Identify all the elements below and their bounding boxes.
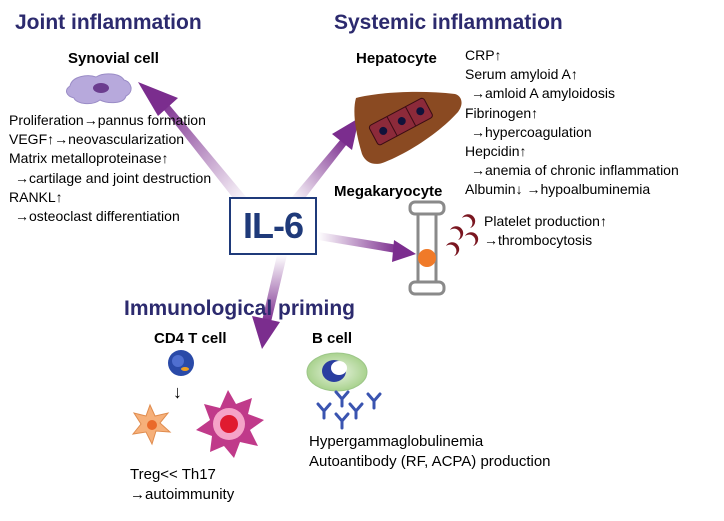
hepatocyte-effects-list: CRP↑ Serum amyloid A↑ →amloid A amyloido… <box>465 46 679 200</box>
joint-effect-line: VEGF↑→neovascularization <box>9 131 185 148</box>
b-cell-effects-list: Hypergammaglobulinemia Autoantibody (RF,… <box>309 432 551 471</box>
antibody-illustration <box>316 390 382 430</box>
megakaryocyte-effects-list: Platelet production↑ →thrombocytosis <box>484 212 607 250</box>
joint-effect-line: →cartilage and joint destruction <box>15 169 212 186</box>
th17-cell-illustration <box>196 390 264 458</box>
megakaryocyte-effect-line: Platelet production↑ <box>484 213 607 229</box>
arrow-to-synovial-cell <box>138 82 247 203</box>
treg-cell-illustration <box>131 403 172 446</box>
hepatocyte-effect-line: →hypercoagulation <box>471 123 592 140</box>
joint-effect-line: Matrix metalloproteinase↑ <box>9 150 169 167</box>
cd4-effect-line: Treg<< Th17 <box>130 466 216 483</box>
joint-effect-line: →osteoclast differentiation <box>15 208 180 225</box>
synovial-cell-label: Synovial cell <box>68 50 159 67</box>
cd4-t-cell-illustration <box>168 350 194 376</box>
b-cell-illustration <box>306 352 368 392</box>
joint-effects-list: Proliferation→pannus formation VEGF↑→neo… <box>9 111 211 226</box>
arrow-to-hepatocyte <box>292 118 359 202</box>
cd4-effects-list: Treg<< Th17 →autoimmunity <box>130 465 234 504</box>
megakaryocyte-label: Megakaryocyte <box>334 183 443 200</box>
liver-illustration <box>354 91 462 164</box>
il6-label: IL-6 <box>242 205 304 246</box>
hepatocyte-label: Hepatocyte <box>356 50 437 67</box>
hepatocyte-effect-line: CRP↑ <box>465 47 502 63</box>
b-cell-effect-line: Autoantibody (RF, ACPA) production <box>309 452 551 470</box>
arrow-to-megakaryocyte <box>318 232 416 262</box>
bone-marrow-illustration <box>408 200 446 296</box>
hepatocyte-effect-line: Hepcidin↑ <box>465 143 527 160</box>
hepatocyte-effect-line: Serum amyloid A↑ <box>465 66 578 83</box>
megakaryocyte-effect-line: →thrombocytosis <box>484 232 593 249</box>
hepatocyte-effect-line: Albumin↓ →hypoalbuminemia <box>465 181 651 198</box>
hepatocyte-effect-line: →anemia of chronic inflammation <box>471 162 679 179</box>
platelet-illustration <box>446 214 479 256</box>
il6-box: IL-6 <box>229 197 317 255</box>
hepatocyte-effect-line: →amloid A amyloidosis <box>471 85 615 102</box>
hepatocyte-effect-line: Fibrinogen↑ <box>465 104 539 121</box>
immunological-priming-heading: Immunological priming <box>124 297 356 320</box>
joint-inflammation-heading: Joint inflammation <box>15 11 202 34</box>
down-arrow-icon: ↓ <box>173 382 182 402</box>
b-cell-label: B cell <box>312 330 353 347</box>
cd4-effect-line: →autoimmunity <box>130 485 235 503</box>
synovial-cell-illustration <box>66 73 132 105</box>
joint-effect-line: Proliferation→pannus formation <box>9 112 206 128</box>
b-cell-effect-line: Hypergammaglobulinemia <box>309 433 484 450</box>
systemic-inflammation-heading: Systemic inflammation <box>334 11 563 34</box>
arrow-to-immunological-priming <box>252 255 287 349</box>
cd4-t-cell-label: CD4 T cell <box>154 330 227 347</box>
joint-effect-line: RANKL↑ <box>9 188 63 205</box>
